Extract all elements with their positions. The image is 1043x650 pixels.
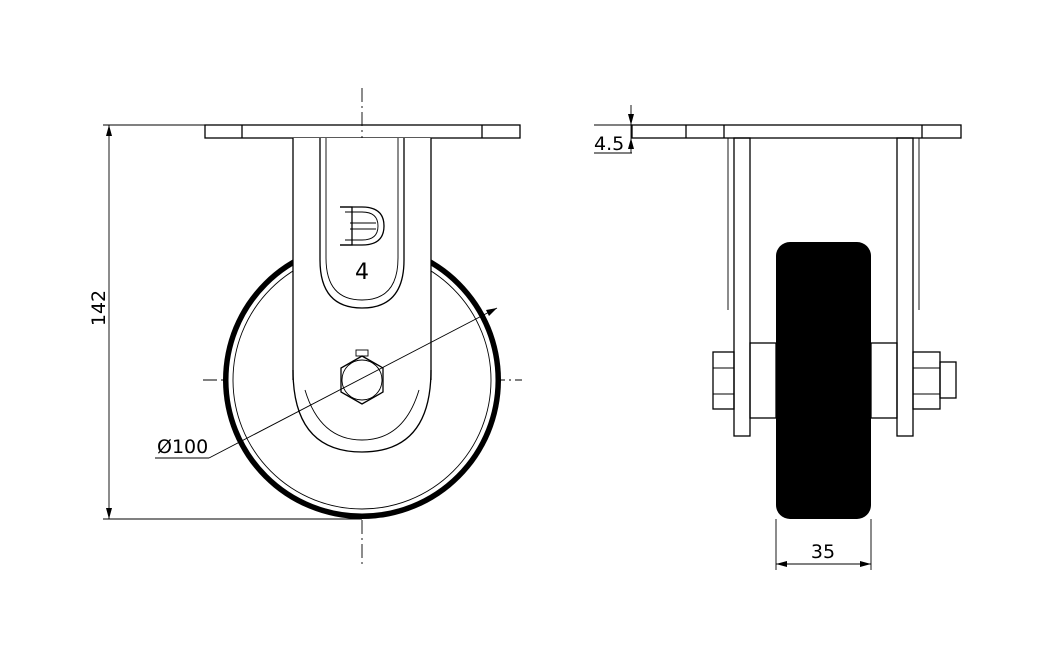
plate-thickness-label: 4.5	[594, 133, 624, 155]
fork-bracket	[292, 138, 432, 453]
wheel-width-dimension	[775, 519, 872, 570]
side-fork-legs	[727, 137, 920, 437]
side-axle	[712, 342, 957, 419]
brand-logo	[340, 206, 385, 246]
wheel-width-label: 35	[811, 541, 835, 563]
model-number-label: 4	[355, 260, 369, 285]
side-top-plate	[631, 124, 962, 139]
plate-thickness-dimension	[594, 105, 634, 154]
diameter-dimension-label: Ø100	[157, 436, 208, 458]
height-dimension	[103, 124, 362, 520]
axle-nut	[340, 349, 384, 405]
height-dimension-label: 142	[88, 290, 110, 326]
side-view: 4.5 35	[594, 105, 962, 570]
side-wheel	[776, 242, 871, 519]
top-plate	[204, 124, 521, 139]
diameter-dimension	[155, 307, 498, 459]
front-view: 4 Ø100 142	[88, 88, 522, 565]
